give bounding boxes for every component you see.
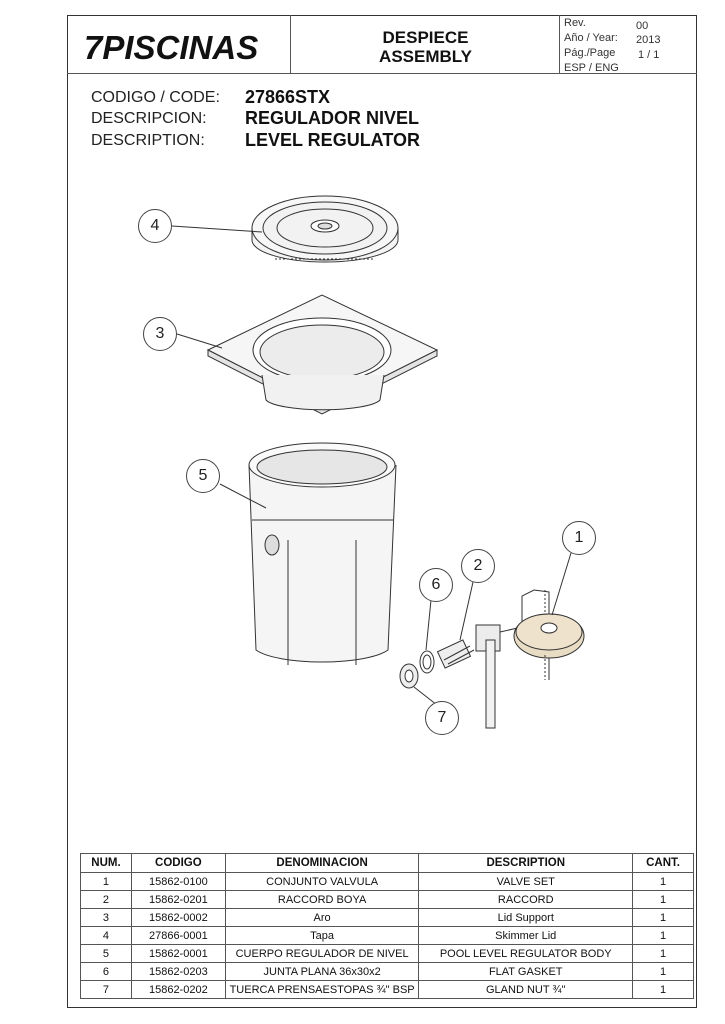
- cell-num: 6: [80, 962, 132, 981]
- header-cant: CANT.: [632, 853, 694, 873]
- callout-1: 1: [562, 521, 596, 555]
- cell-codigo: 15862-0203: [130, 962, 226, 981]
- cell-description: Skimmer Lid: [418, 926, 634, 945]
- code-label: CODIGO / CODE:: [91, 89, 220, 106]
- cell-cant: 1: [632, 908, 694, 927]
- cell-cant: 1: [632, 890, 694, 909]
- header-num: NUM.: [80, 853, 132, 873]
- table-row: 5 15862-0001 CUERPO REGULADOR DE NIVEL P…: [80, 944, 694, 963]
- table-row: 7 15862-0202 TUERCA PRENSAESTOPAS ¾" BSP…: [80, 980, 694, 999]
- parts-list-table: NUM. CODIGO DENOMINACION DESCRIPTION CAN…: [80, 853, 694, 999]
- rev-label: Rev.: [564, 17, 586, 29]
- part-4-skimmer-lid: [251, 195, 399, 263]
- year-label: Año / Year:: [564, 32, 618, 44]
- cell-num: 5: [80, 944, 132, 963]
- header-codigo: CODIGO: [130, 853, 226, 873]
- description-es-value: REGULADOR NIVEL: [245, 108, 420, 128]
- cell-cant: 1: [632, 962, 694, 981]
- cell-denominacion: JUNTA PLANA 36x30x2: [224, 962, 420, 981]
- part-5-regulator-body: [248, 442, 397, 665]
- cell-num: 7: [80, 980, 132, 999]
- table-row: 3 15862-0002 Aro Lid Support 1: [80, 908, 694, 927]
- cell-num: 3: [80, 908, 132, 927]
- description-es-label: DESCRIPCION:: [91, 110, 207, 127]
- cell-description: POOL LEVEL REGULATOR BODY: [418, 944, 634, 963]
- table-header-row: NUM. CODIGO DENOMINACION DESCRIPTION CAN…: [80, 853, 694, 873]
- table-row: 4 27866-0001 Tapa Skimmer Lid 1: [80, 926, 694, 945]
- company-logo: 7PISCINAS: [84, 29, 259, 66]
- cell-description: RACCORD: [418, 890, 634, 909]
- drawing-sheet-border: [67, 15, 697, 1008]
- part-7-gland-nut: [399, 663, 419, 689]
- cell-denominacion: CUERPO REGULADOR DE NIVEL: [224, 944, 420, 963]
- part-2-raccord: [436, 639, 475, 669]
- revision-cell: [560, 15, 697, 74]
- cell-denominacion: Aro: [224, 908, 420, 927]
- cell-description: VALVE SET: [418, 872, 634, 891]
- header-denominacion: DENOMINACION: [224, 853, 420, 873]
- cell-codigo: 15862-0001: [130, 944, 226, 963]
- header-description: DESCRIPTION: [418, 853, 634, 873]
- callout-5: 5: [186, 459, 220, 493]
- callout-4: 4: [138, 209, 172, 243]
- cell-num: 4: [80, 926, 132, 945]
- cell-codigo: 15862-0201: [130, 890, 226, 909]
- cell-description: Lid Support: [418, 908, 634, 927]
- year-value: 2013: [636, 34, 661, 46]
- title-despiece: DESPIECE: [382, 28, 469, 47]
- cell-num: 2: [80, 890, 132, 909]
- rev-value: 00: [636, 20, 649, 32]
- cell-denominacion: CONJUNTO VALVULA: [224, 872, 420, 891]
- title-cell: [291, 15, 560, 74]
- part-3-lid-support: [206, 294, 439, 415]
- page-label: Pág./Page: [564, 47, 616, 59]
- page-value: 1 / 1: [638, 49, 660, 61]
- callout-7: 7: [425, 701, 459, 735]
- cell-denominacion: Tapa: [224, 926, 420, 945]
- cell-description: GLAND NUT ¾": [418, 980, 634, 999]
- callout-3: 3: [143, 317, 177, 351]
- table-row: 6 15862-0203 JUNTA PLANA 36x30x2 FLAT GA…: [80, 962, 694, 981]
- cell-denominacion: RACCORD BOYA: [224, 890, 420, 909]
- cell-denominacion: TUERCA PRENSAESTOPAS ¾" BSP: [224, 980, 420, 999]
- cell-cant: 1: [632, 926, 694, 945]
- part-6-flat-gasket: [419, 650, 435, 674]
- logo-cell: [67, 15, 291, 74]
- callout-2: 2: [461, 549, 495, 583]
- title-assembly: ASSEMBLY: [379, 47, 472, 66]
- table-row: 1 15862-0100 CONJUNTO VALVULA VALVE SET …: [80, 872, 694, 891]
- cell-cant: 1: [632, 944, 694, 963]
- cell-codigo: 15862-0002: [130, 908, 226, 927]
- cell-description: FLAT GASKET: [418, 962, 634, 981]
- language-label: ESP / ENG: [564, 62, 619, 74]
- part-1-valve-set: [475, 589, 585, 729]
- cell-num: 1: [80, 872, 132, 891]
- description-en-value: LEVEL REGULATOR: [245, 130, 421, 150]
- description-en-label: DESCRIPTION:: [91, 132, 205, 149]
- callout-6: 6: [419, 568, 453, 602]
- cell-cant: 1: [632, 872, 694, 891]
- cell-codigo: 27866-0001: [130, 926, 226, 945]
- cell-codigo: 15862-0100: [130, 872, 226, 891]
- table-row: 2 15862-0201 RACCORD BOYA RACCORD 1: [80, 890, 694, 909]
- cell-codigo: 15862-0202: [130, 980, 226, 999]
- cell-cant: 1: [632, 980, 694, 999]
- code-value: 27866STX: [245, 87, 331, 107]
